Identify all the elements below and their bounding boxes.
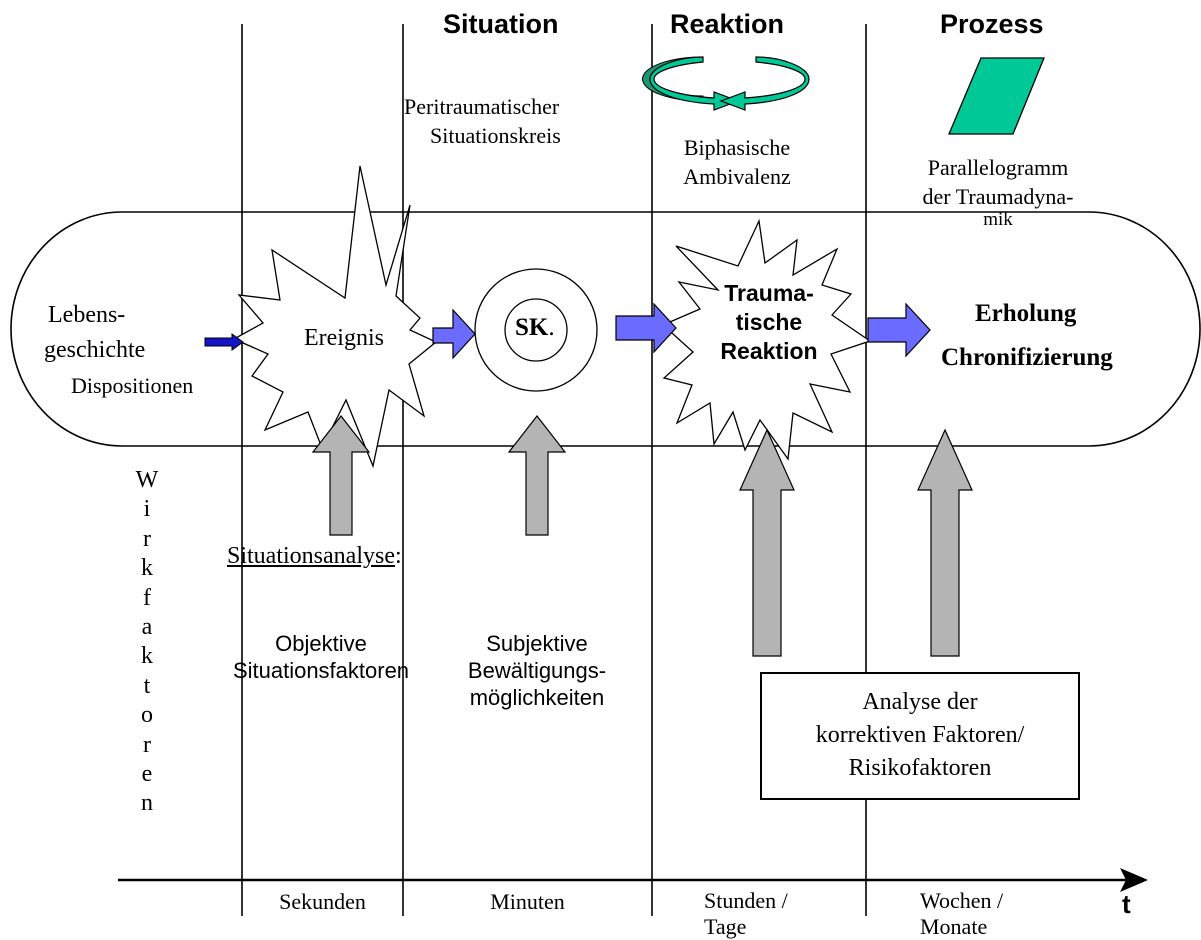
gray-arrow-1	[311, 415, 371, 536]
wirkfaktoren-letter: k	[141, 555, 153, 582]
analysis-box-line3: Risikofaktoren	[848, 755, 992, 781]
analysis-box-text: Analyse der korrektiven Faktoren/ Risiko…	[760, 686, 1080, 785]
label-lebensgeschichte: Lebens- geschichte	[44, 298, 145, 368]
wirkfaktoren-letter: t	[143, 672, 151, 699]
analysis-box-line2: korrektiven Faktoren/	[815, 722, 1025, 748]
label-situationskreis-line1: Peritraumatischer	[404, 94, 560, 119]
time-label-wochen-line2: Monate	[920, 914, 988, 939]
label-situationskreis: Peritraumatischer Situationskreis	[404, 92, 561, 150]
blue-arrow-1	[432, 308, 476, 360]
time-label-wochen-line1: Wochen /	[920, 888, 1004, 913]
label-situationsanalyse: Situationsanalyse:	[227, 543, 402, 570]
label-ambivalenz-line2: Ambivalenz	[683, 164, 791, 189]
time-label-sekunden-line1: Sekunden	[279, 889, 366, 914]
time-axis-arrowhead	[1120, 868, 1148, 892]
wirkfaktoren-letter: k	[141, 643, 153, 670]
label-dispositionen: Dispositionen	[71, 373, 194, 398]
wirkfaktoren-vertical-label: W i r k f a k t o r e n	[132, 466, 162, 819]
label-ambivalenz-line1: Biphasische	[683, 135, 791, 160]
label-parallelogramm-line1: Parallelogramm	[927, 155, 1069, 180]
gray-arrow-2	[507, 415, 567, 536]
process-band	[10, 211, 1201, 447]
label-sk-text: SK	[515, 314, 549, 341]
parallelogram-icon	[948, 57, 1045, 135]
label-situationskreis-line2: Situationskreis	[430, 123, 561, 148]
ereignis-star	[232, 165, 438, 469]
label-traumatische-reaktion-line3: Reaktion	[720, 338, 818, 364]
label-subjektive-line1: Subjektive	[486, 631, 588, 656]
time-label-sekunden: Sekunden	[243, 889, 402, 915]
label-objektive-line2: Situationsfaktoren	[232, 658, 410, 683]
label-subjektive: Subjektive Bewältigungs- möglichkeiten	[442, 630, 632, 711]
time-label-stunden-line1: Stunden /	[704, 888, 788, 913]
label-ereignis: Ereignis	[304, 325, 384, 351]
analysis-box	[760, 672, 1080, 800]
small-blue-arrow	[204, 333, 244, 351]
wirkfaktoren-letter: f	[143, 584, 151, 611]
wirkfaktoren-letter: o	[141, 702, 153, 729]
time-label-stunden-line2: Tage	[704, 914, 747, 939]
label-parallelogramm-line3: mik	[983, 209, 1013, 230]
label-parallelogramm-line2: der Traumadyna-	[922, 184, 1074, 209]
biphasic-arrows-icon	[642, 56, 810, 111]
blue-arrow-3	[867, 302, 931, 358]
label-sk: SK.	[515, 314, 555, 342]
diagram-canvas	[10, 24, 1201, 916]
time-label-stunden: Stunden / Tage	[704, 888, 788, 940]
label-erholung: Erholung	[975, 300, 1077, 327]
gray-arrow-3	[739, 428, 795, 657]
label-traumatische-reaktion-line1: Trauma-	[724, 280, 814, 306]
label-ambivalenz: Biphasische Ambivalenz	[662, 133, 812, 191]
label-situationsanalyse-colon: :	[394, 543, 402, 569]
time-label-wochen: Wochen / Monate	[920, 888, 1003, 940]
wirkfaktoren-letter: e	[141, 761, 153, 788]
wirkfaktoren-letter: W	[135, 467, 159, 493]
header-reaktion: Reaktion	[670, 9, 785, 39]
label-subjektive-line3: möglichkeiten	[469, 685, 605, 710]
wirkfaktoren-letter: r	[143, 731, 151, 758]
header-prozess: Prozess	[940, 9, 1044, 39]
time-label-minuten-line1: Minuten	[490, 889, 565, 914]
label-chronifizierung: Chronifizierung	[941, 344, 1113, 371]
analysis-box-line1: Analyse der	[862, 689, 978, 715]
label-objektive-line1: Objektive	[275, 631, 367, 656]
label-traumatische-reaktion-line2: tische	[735, 309, 803, 335]
label-parallelogramm: Parallelogramm der Traumadyna- mik	[898, 153, 1098, 229]
time-label-minuten: Minuten	[404, 889, 651, 915]
label-situationsanalyse-text: Situationsanalyse	[227, 543, 395, 569]
label-objektive: Objektive Situationsfaktoren	[221, 630, 421, 684]
label-lebensgeschichte-line1: Lebens-	[48, 302, 126, 328]
time-axis-t-label: t	[1122, 889, 1131, 919]
wirkfaktoren-letter: a	[141, 614, 153, 641]
label-lebensgeschichte-line2: geschichte	[44, 337, 146, 363]
wirkfaktoren-letter: n	[141, 790, 153, 817]
header-situation: Situation	[443, 9, 559, 39]
sk-inner-circle	[504, 298, 568, 362]
gray-arrow-4	[917, 428, 973, 657]
label-traumatische-reaktion: Trauma- tische Reaktion	[694, 279, 844, 366]
label-sk-dot: .	[548, 314, 555, 341]
label-subjektive-line2: Bewältigungs-	[467, 658, 607, 683]
wirkfaktoren-letter: i	[143, 496, 151, 523]
wirkfaktoren-letter: r	[143, 525, 151, 552]
blue-arrow-2	[615, 302, 677, 354]
